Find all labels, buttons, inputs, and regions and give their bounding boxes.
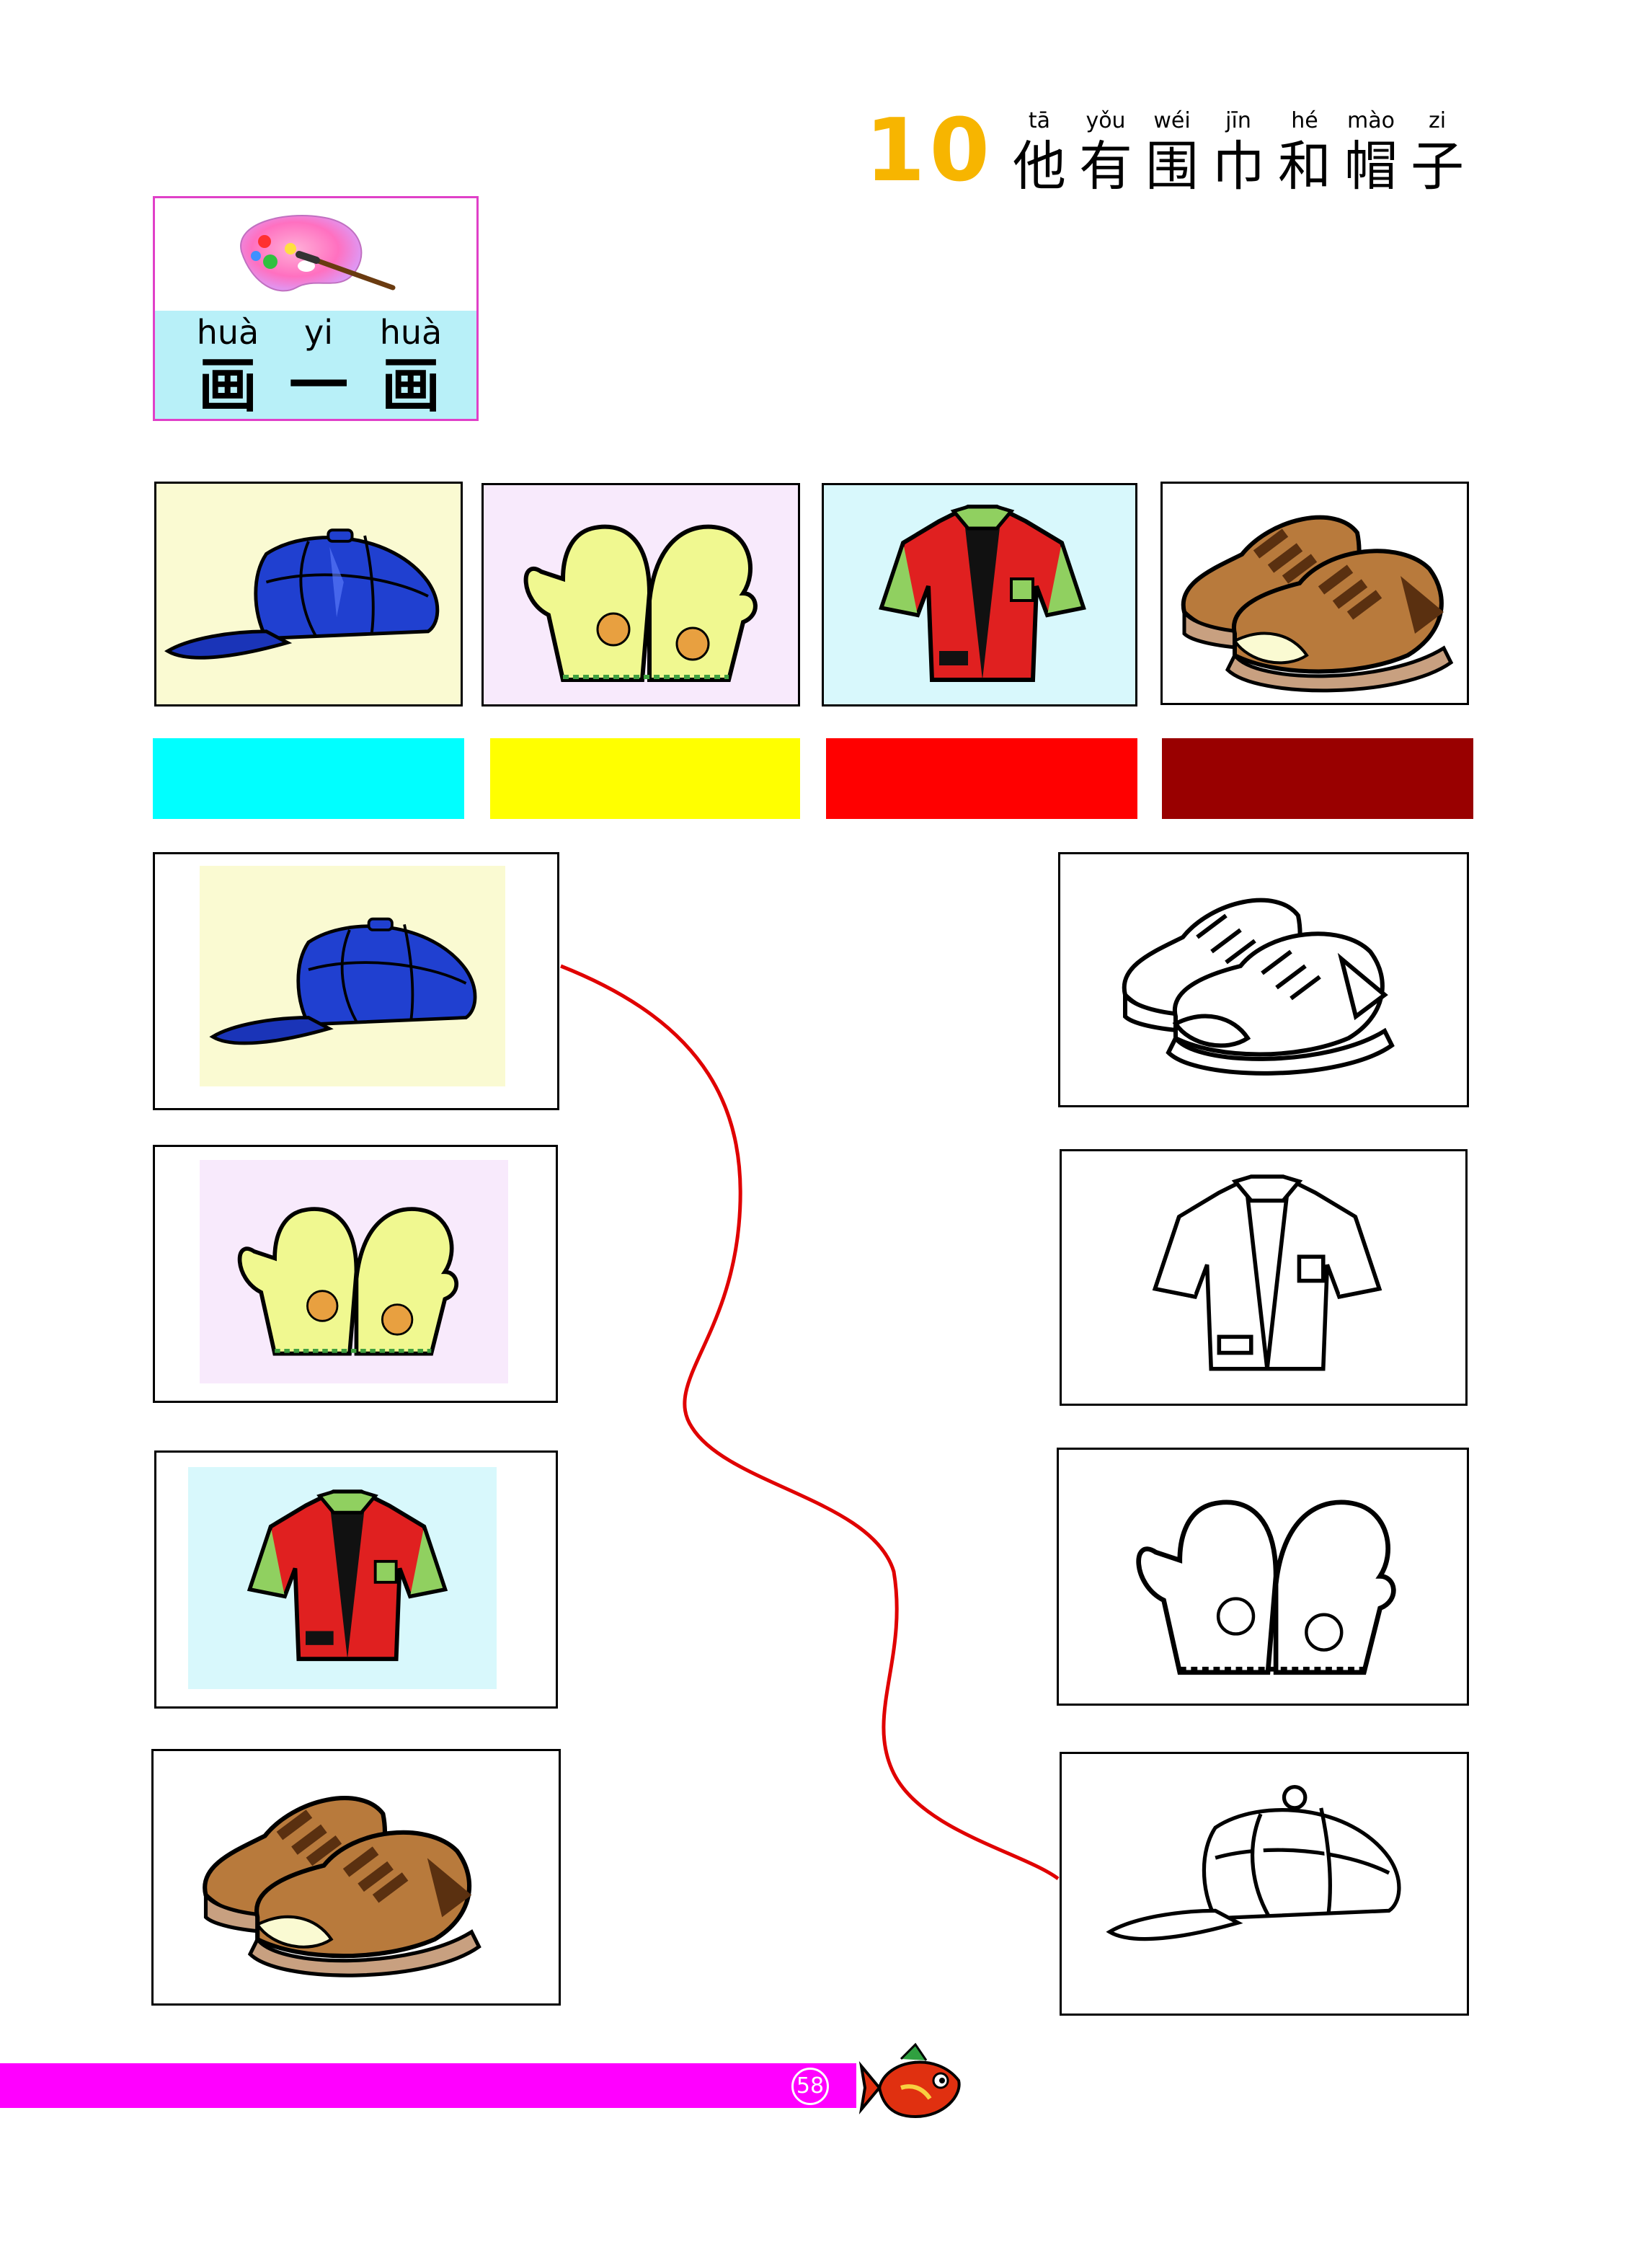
title-pinyin: zi	[1428, 108, 1447, 133]
title-char: jīn 巾	[1209, 108, 1267, 199]
title-hanzi: 子	[1411, 136, 1464, 198]
title-hanzi: 他	[1013, 136, 1066, 198]
shoes-icon	[1181, 515, 1454, 693]
title-hanzi: 有	[1079, 136, 1132, 198]
jacket-outline-icon	[1152, 1174, 1382, 1371]
activity-hanzi: 画	[197, 351, 257, 420]
title-pinyin: wéi	[1153, 108, 1191, 133]
right-card-jacket-outline[interactable]	[1060, 1149, 1468, 1406]
title-char: hé 和	[1276, 108, 1333, 199]
palette-icon	[240, 215, 396, 292]
activity-hanzi: 画	[381, 351, 440, 420]
page-number: 58	[791, 2068, 829, 2105]
mittens-icon	[237, 1207, 458, 1356]
title-pinyin: hé	[1291, 108, 1318, 133]
reference-card-shoes	[1160, 482, 1469, 705]
color-swatch-darkred	[1162, 738, 1473, 819]
activity-pinyin: huà	[196, 313, 259, 352]
jacket-icon	[247, 1489, 448, 1662]
activity-hanzi: 一	[288, 351, 348, 420]
title-hanzi: 巾	[1212, 136, 1265, 198]
title-char: tā 他	[1011, 108, 1068, 199]
cap-icon	[209, 917, 477, 1045]
mittens-icon	[523, 524, 758, 682]
color-swatch-red	[826, 738, 1137, 819]
activity-pinyin: yi	[303, 313, 333, 352]
footer-bar	[0, 2063, 856, 2108]
title-pinyin: tā	[1028, 108, 1051, 133]
right-card-mittens-outline[interactable]	[1057, 1448, 1469, 1706]
fish-mascot-icon	[858, 2042, 961, 2119]
cap-outline-icon	[1106, 1784, 1401, 1941]
mittens-outline-icon	[1136, 1500, 1396, 1675]
title-char: yǒu 有	[1077, 108, 1135, 199]
right-card-cap-outline[interactable]	[1060, 1752, 1469, 2016]
title-pinyin: mào	[1347, 108, 1395, 133]
lesson-number: 10	[865, 101, 994, 201]
activity-label-band	[155, 311, 476, 419]
title-char: mào 帽	[1342, 108, 1400, 199]
title-hanzi: 帽	[1344, 136, 1398, 198]
title-hanzi: 围	[1145, 136, 1199, 198]
shoes-outline-icon	[1122, 898, 1395, 1076]
title-char: wéi 围	[1143, 108, 1201, 199]
reference-card-jacket	[822, 483, 1137, 706]
left-card-cap[interactable]	[153, 852, 559, 1110]
right-card-shoes-outline[interactable]	[1058, 852, 1469, 1107]
color-swatch-cyan	[153, 738, 464, 819]
color-swatch-yellow	[490, 738, 800, 819]
title-char: zi 子	[1408, 108, 1466, 199]
reference-card-cap	[154, 482, 463, 706]
title-pinyin: jīn	[1225, 108, 1251, 133]
left-card-shoes[interactable]	[151, 1749, 561, 2006]
title-hanzi: 和	[1278, 136, 1331, 198]
jacket-icon	[879, 505, 1086, 682]
left-card-mittens[interactable]	[153, 1145, 558, 1403]
shoes-icon	[203, 1796, 481, 1977]
left-card-jacket[interactable]	[154, 1450, 558, 1709]
activity-pinyin: huà	[379, 313, 443, 352]
title-pinyin: yǒu	[1086, 108, 1126, 133]
cap-icon	[164, 528, 440, 660]
reference-card-mittens	[481, 483, 800, 706]
